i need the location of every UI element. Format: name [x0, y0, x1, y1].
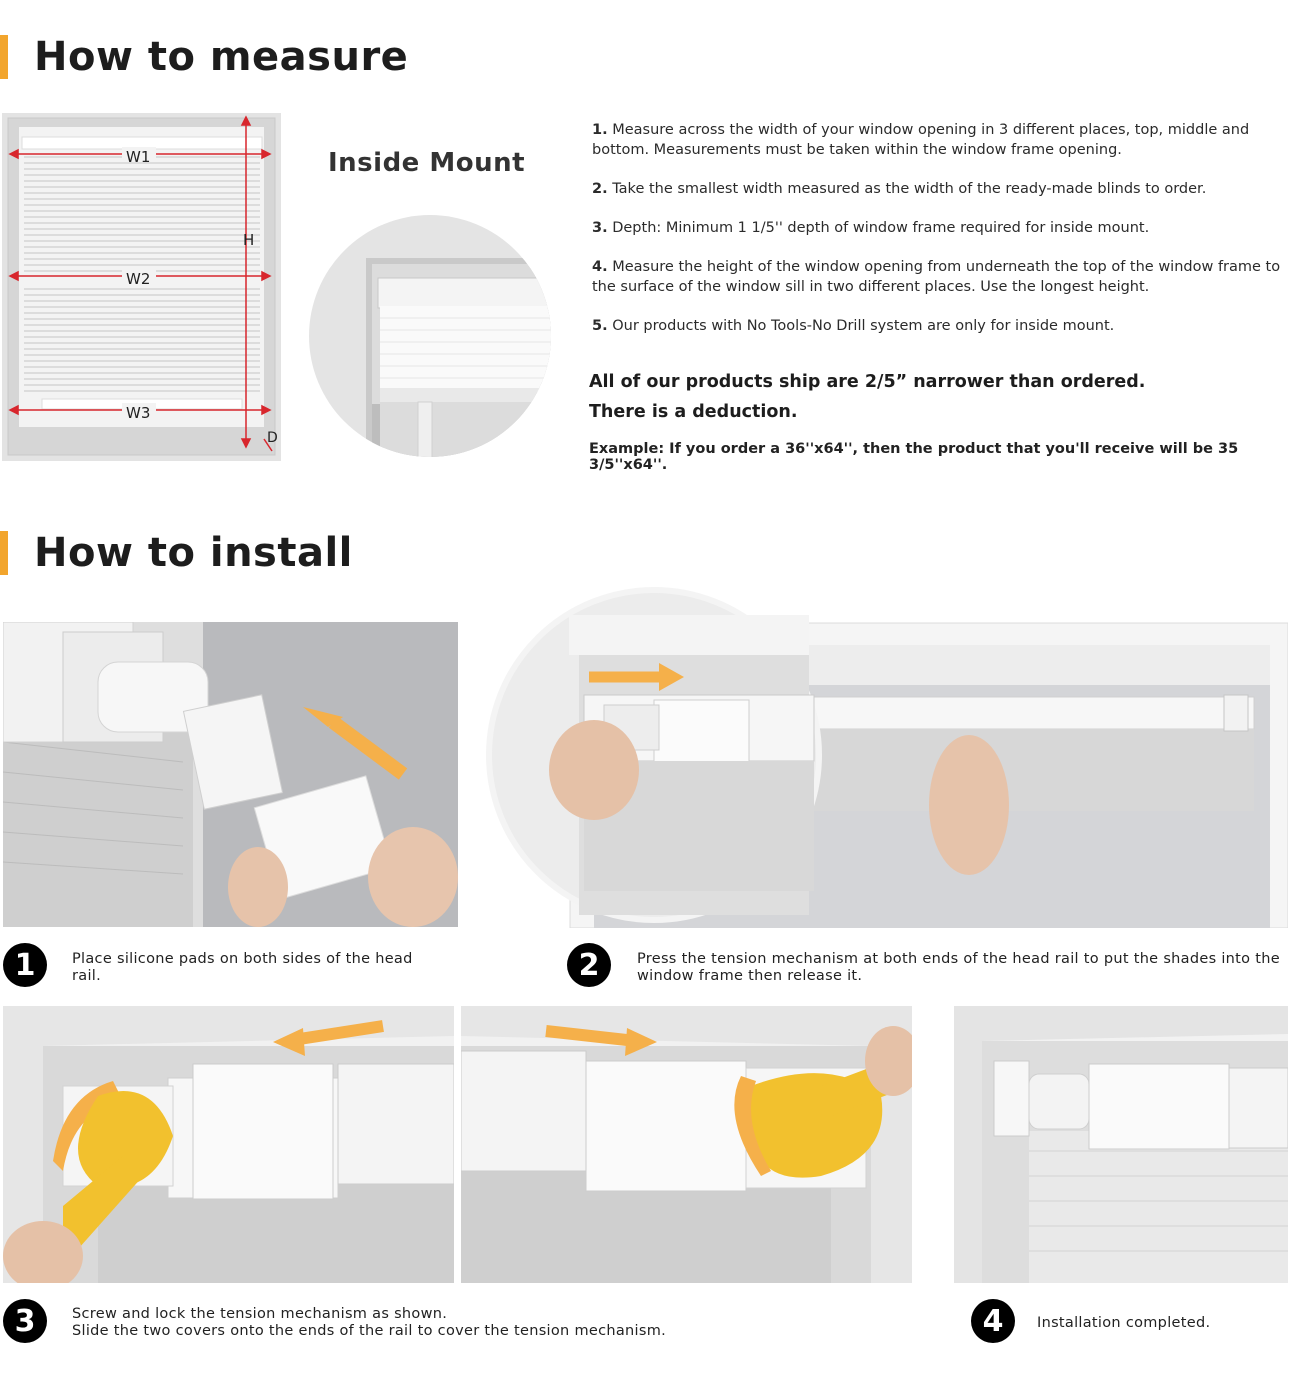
measure-title: How to measure: [34, 34, 409, 80]
install-step-1-caption: Place silicone pads on both sides of the…: [72, 951, 413, 984]
w2-label: W2: [126, 270, 151, 288]
measure-step-2: 2. Take the smallest width measured as t…: [592, 181, 1207, 197]
install-photo-1: [3, 622, 458, 927]
measure-step-5: 5. Our products with No Tools-No Drill s…: [592, 318, 1115, 334]
narrower-note: All of our products ship are 2/5” narrow…: [589, 372, 1146, 392]
w3-label: W3: [126, 404, 151, 422]
measure-step-3: 3. Depth: Minimum 1 1/5'' depth of windo…: [592, 220, 1150, 236]
install-step-3-caption-line1: Screw and lock the tension mechanism as …: [72, 1306, 448, 1322]
install-photo-2: [484, 585, 1288, 928]
heading-accent-bar: [0, 35, 8, 79]
example-note: Example: If you order a 36''x64'', then …: [589, 441, 1239, 473]
measure-instructions: 1. Measure across the width of your wind…: [592, 120, 1282, 355]
install-step-2-badge: 2: [567, 943, 611, 987]
install-photo-3-left: [3, 1006, 454, 1283]
install-step-2-caption: Press the tension mechanism at both ends…: [637, 951, 1280, 984]
deduction-note: There is a deduction.: [589, 402, 798, 422]
inside-mount-title: Inside Mount: [328, 148, 526, 178]
install-photo-4: [954, 1006, 1288, 1283]
measure-step-4: 4. Measure the height of the window open…: [592, 259, 1281, 295]
install-step-4-badge: 4: [971, 1299, 1015, 1343]
install-step-3-badge: 3: [3, 1299, 47, 1343]
install-title: How to install: [34, 530, 353, 576]
install-section-heading: How to install: [0, 530, 353, 576]
h-label: H: [243, 231, 255, 249]
w1-label: W1: [126, 148, 151, 166]
measure-section-heading: How to measure: [0, 34, 408, 80]
inside-mount-closeup-image: [308, 214, 552, 458]
install-step-3-caption-line2: Slide the two covers onto the ends of th…: [72, 1323, 667, 1339]
d-label: D: [267, 430, 278, 446]
measure-step-1: 1. Measure across the width of your wind…: [592, 122, 1250, 158]
install-step-3-caption: Screw and lock the tension mechanism as …: [72, 1306, 772, 1340]
install-step-1-badge: 1: [3, 943, 47, 987]
heading-accent-bar: [0, 531, 8, 575]
window-measure-diagram: W1 W2 W3 H D: [2, 113, 281, 461]
install-photo-3-right: [461, 1006, 912, 1283]
install-step-4-caption: Installation completed.: [1037, 1315, 1211, 1331]
